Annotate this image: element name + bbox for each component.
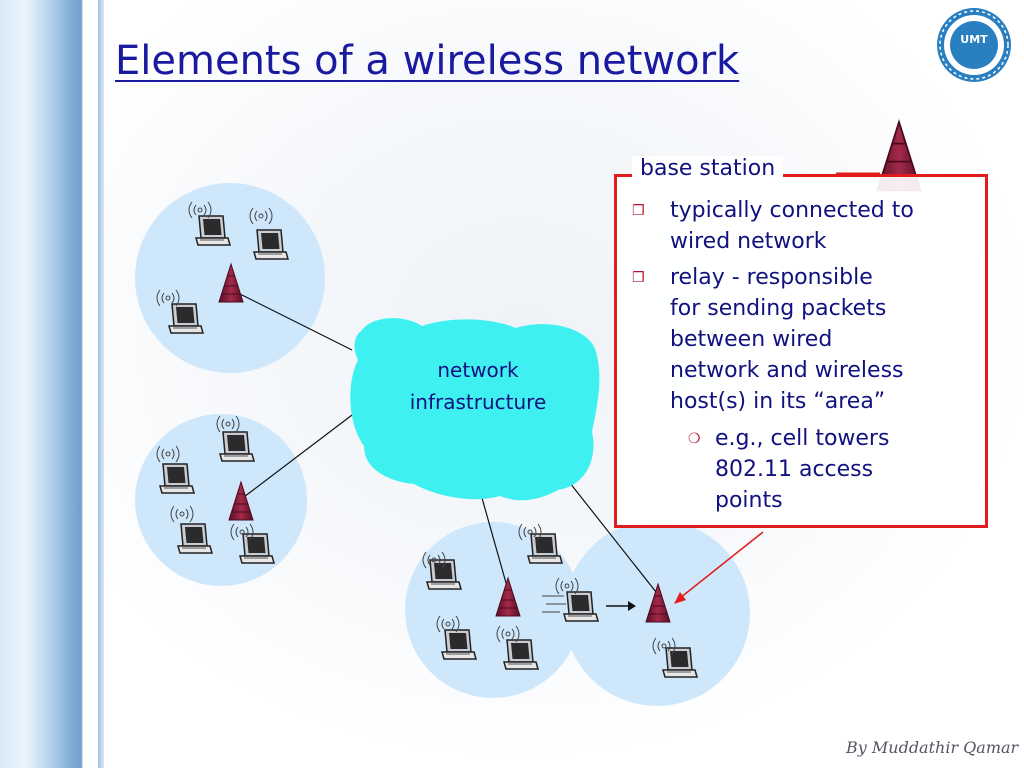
wired-link-3 (481, 497, 509, 591)
pointer-arrow (679, 531, 764, 599)
base-station-info-box (614, 174, 988, 528)
sidebar-edge (98, 0, 104, 768)
university-logo (937, 8, 1011, 82)
network-infrastructure-cloud (350, 318, 600, 501)
bullet-2-line-5: host(s) in its “area” (670, 389, 886, 414)
bullet-2-line-3: between wired (670, 327, 833, 352)
logo-text: UMT (960, 33, 988, 46)
wired-link-4 (565, 477, 657, 593)
author-byline: By Muddathir Qamar (846, 738, 1019, 757)
wired-link-1 (231, 289, 353, 351)
cloud-label-line1: network (437, 358, 519, 382)
wired-link-2 (239, 411, 357, 501)
bullet-square-icon: ❒ (632, 270, 645, 286)
wireless-cell-2 (135, 414, 307, 586)
sub-bullet-line-2: 802.11 access (715, 457, 874, 482)
sub-bullet-line-1: e.g., cell towers (715, 426, 890, 451)
bullet-square-icon: ❒ (632, 203, 645, 219)
bullet-2-line-4: network and wireless (670, 358, 904, 383)
sidebar-decoration (0, 0, 104, 768)
cloud-label-line2: infrastructure (409, 390, 547, 414)
sub-bullet-circle-icon: ❍ (688, 431, 701, 447)
bullet-1-line-1: typically connected to (670, 198, 914, 223)
bullet-2-line-1: relay - responsible (670, 265, 873, 290)
sub-bullet-line-3: points (715, 488, 783, 513)
bullet-2-line-2: for sending packets (670, 296, 887, 321)
info-box-heading: base station (632, 156, 784, 181)
bullet-1-line-2: wired network (670, 229, 827, 254)
slide-title: Elements of a wireless network (115, 38, 740, 84)
